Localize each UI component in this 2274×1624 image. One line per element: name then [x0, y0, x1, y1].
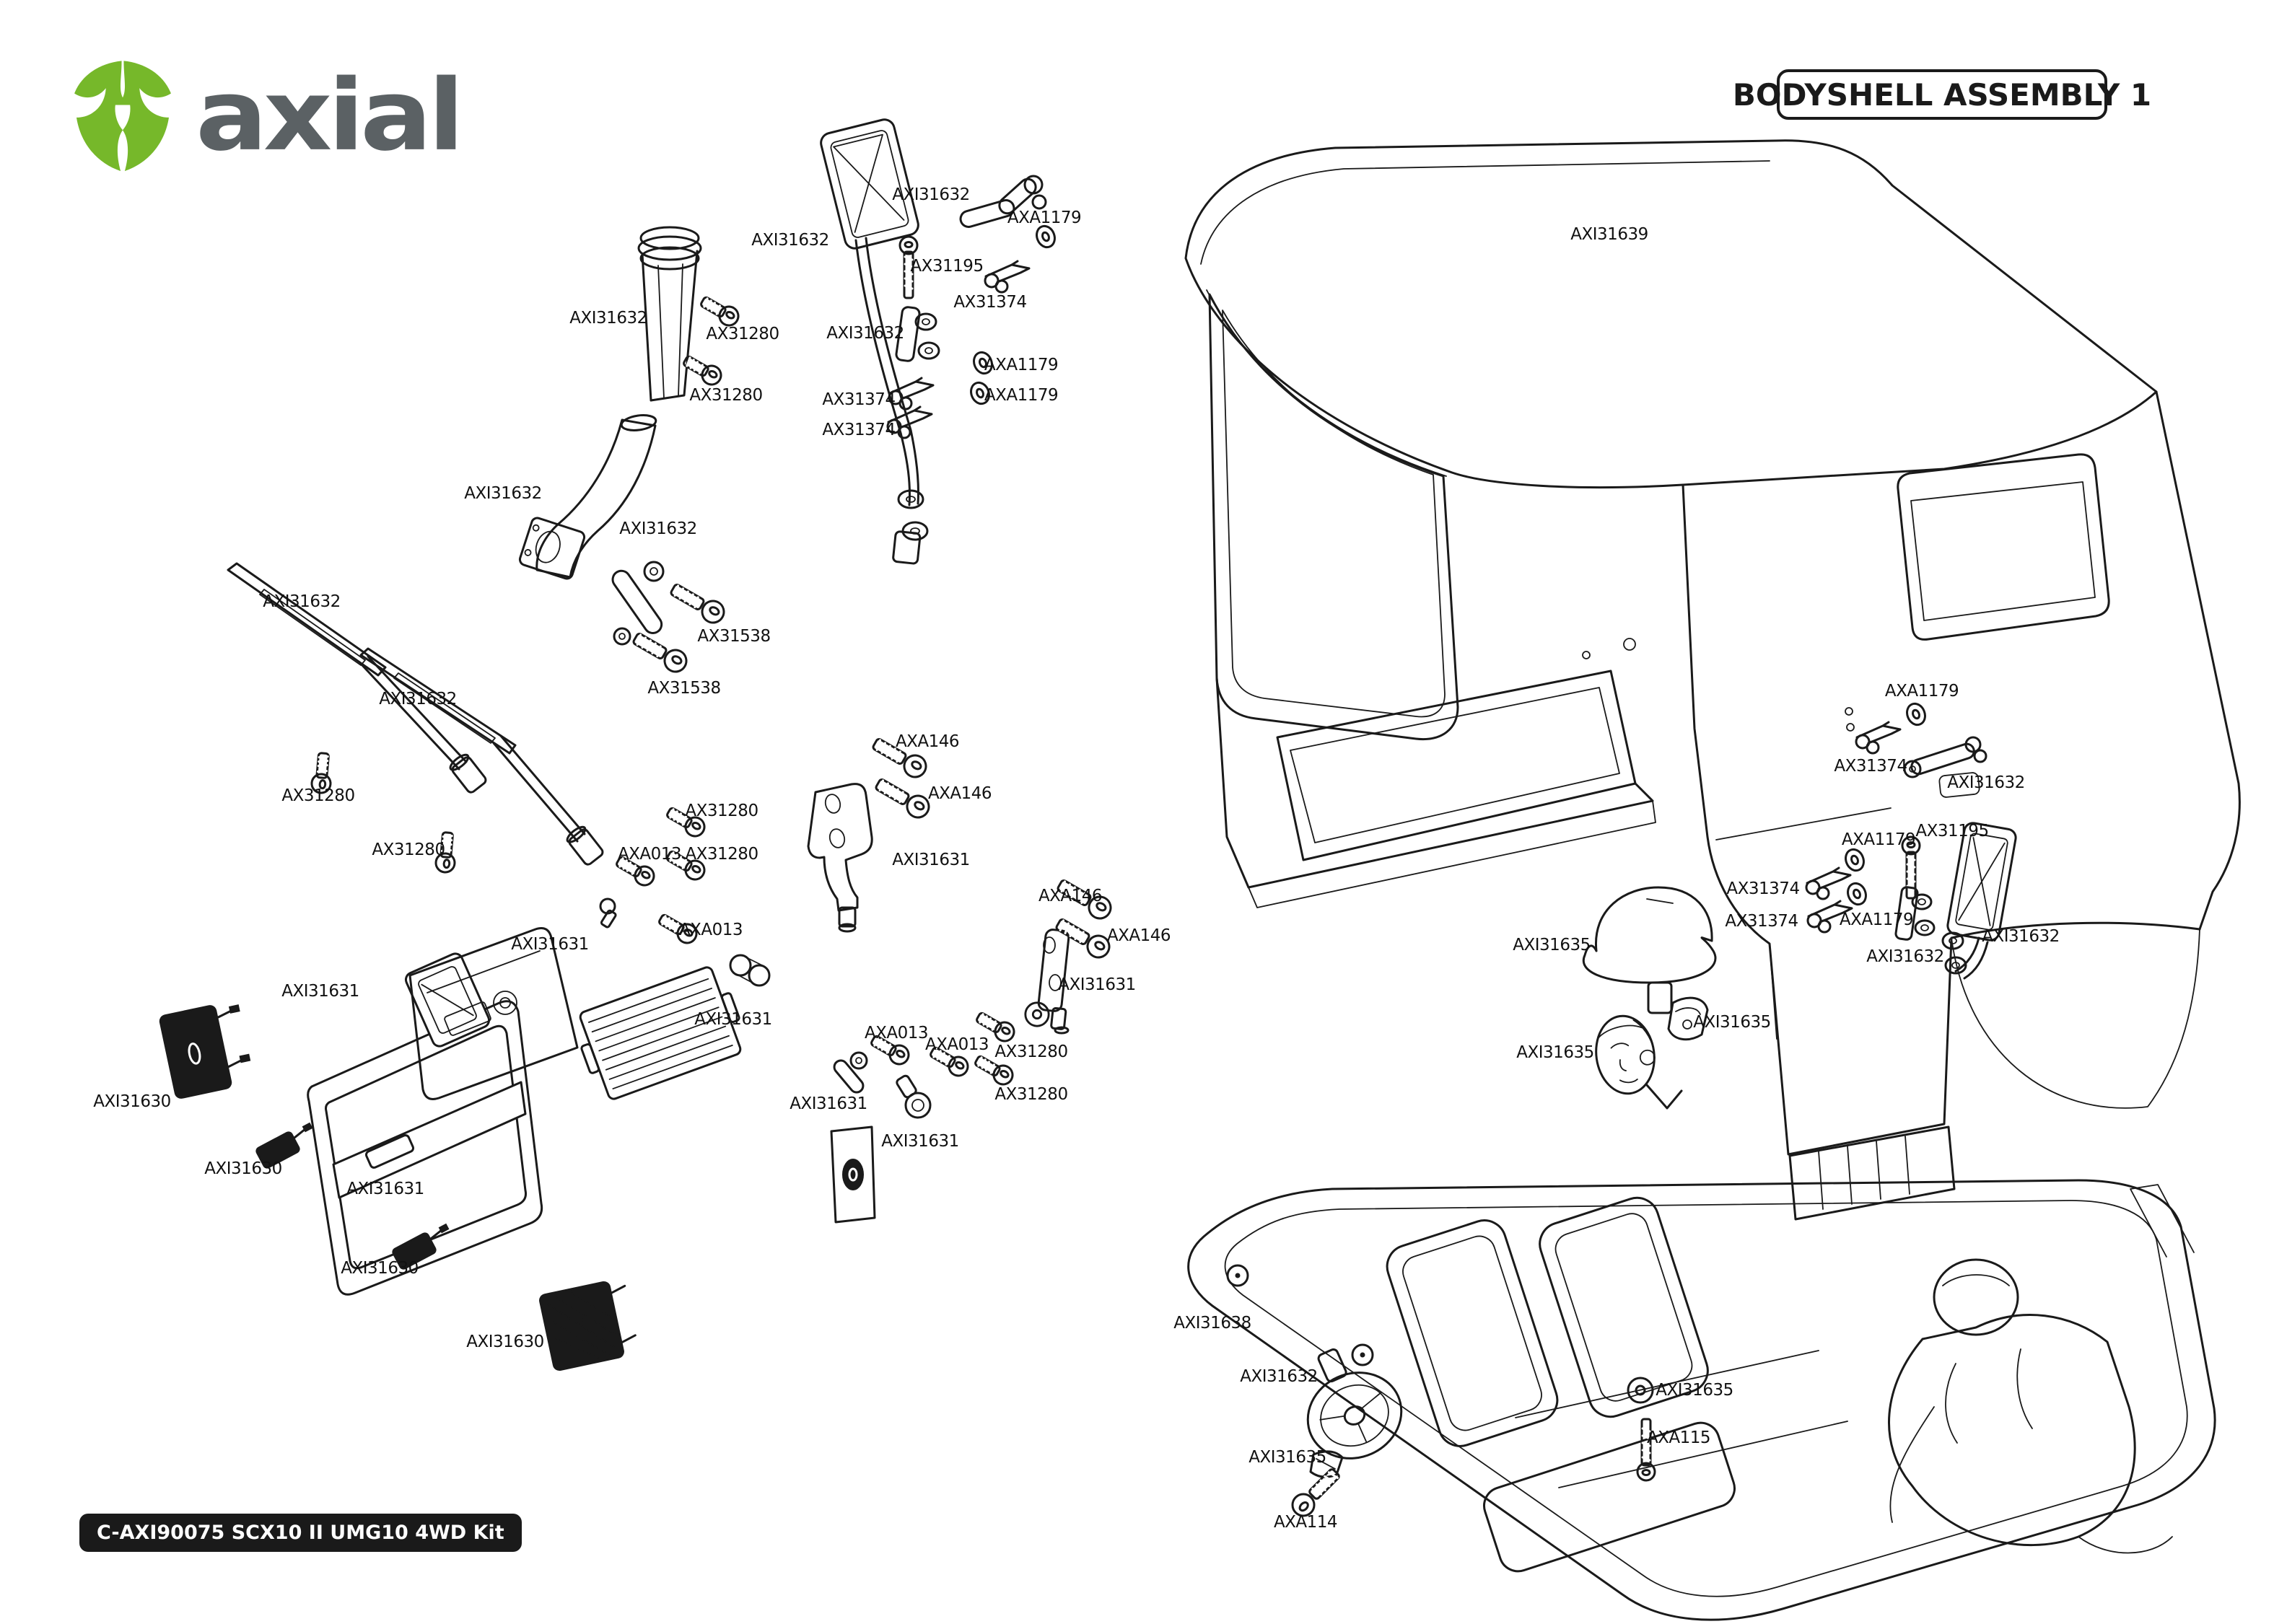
part-label-axi31631: AXI31631 — [892, 851, 970, 869]
part-label-axi31635: AXI31635 — [1693, 1013, 1771, 1032]
part-label-axa013: AXA013 — [924, 1035, 989, 1054]
part-label-axi31635: AXI31635 — [1656, 1381, 1733, 1400]
kit-badge: C-AXI90075 SCX10 II UMG10 4WD Kit — [79, 1514, 522, 1552]
title-box: BODYSHELL ASSEMBLY 1 — [1733, 69, 2151, 120]
part-label-axa1179: AXA1179 — [1884, 682, 1959, 701]
axial-logo-icon — [74, 61, 171, 172]
right-mirror-art — [1941, 822, 2017, 980]
left-mirror-art — [820, 118, 929, 565]
interior-tub-art — [1187, 1179, 2216, 1621]
part-label-axa146: AXA146 — [927, 784, 992, 803]
steering-wheel-art — [1306, 1348, 1403, 1460]
part-label-axa013: AXA013 — [617, 845, 682, 864]
part-label-axi31632: AXI31632 — [1866, 947, 1944, 966]
cab-shell-art — [1184, 139, 2241, 1221]
part-label-axi31630: AXI31630 — [466, 1333, 544, 1351]
part-label-axa146: AXA146 — [1038, 887, 1103, 905]
part-label-axi31632: AXI31632 — [1982, 927, 2060, 946]
part-label-axa1179: AXA1179 — [1841, 830, 1916, 849]
part-label-axi31632: AXI31632 — [619, 519, 697, 538]
part-label-ax31195: AX31195 — [910, 257, 984, 276]
part-label-axi31631: AXI31631 — [511, 935, 589, 954]
part-label-axi31631: AXI31631 — [694, 1010, 772, 1029]
part-label-ax31538: AX31538 — [697, 627, 771, 646]
page-title: BODYSHELL ASSEMBLY 1 — [1732, 76, 2152, 113]
part-label-axa013: AXA013 — [864, 1024, 929, 1043]
part-label-axa1179: AXA1179 — [1007, 209, 1082, 227]
part-label-ax31280: AX31280 — [994, 1085, 1068, 1104]
wipers-art — [227, 562, 604, 866]
part-label-axi31632: AXI31632 — [263, 592, 341, 611]
part-label-axi31631: AXI31631 — [790, 1094, 867, 1113]
part-label-axi31639: AXI31639 — [1570, 225, 1648, 244]
axial-logo: axial — [69, 58, 465, 173]
part-label-ax31280: AX31280 — [685, 845, 758, 864]
kit-badge-text: C-AXI90075 SCX10 II UMG10 4WD Kit — [97, 1522, 504, 1544]
part-label-axi31638: AXI31638 — [1173, 1314, 1251, 1333]
part-label-ax31374: AX31374 — [822, 421, 896, 439]
part-label-ax31538: AX31538 — [647, 679, 721, 698]
part-label-axi31632: AXI31632 — [1947, 773, 2025, 792]
part-label-axi31632: AXI31632 — [1240, 1367, 1318, 1386]
part-label-axa114: AXA114 — [1273, 1513, 1338, 1532]
part-label-axi31630: AXI31630 — [341, 1259, 419, 1278]
part-label-axa115: AXA115 — [1646, 1428, 1711, 1447]
part-label-axi31632: AXI31632 — [826, 324, 904, 343]
part-label-axi31631: AXI31631 — [1058, 975, 1136, 994]
part-label-ax31374: AX31374 — [953, 293, 1027, 312]
part-label-axi31632: AXI31632 — [379, 690, 457, 708]
part-label-ax31195: AX31195 — [1915, 822, 1989, 840]
part-label-ax31374: AX31374 — [1726, 879, 1800, 898]
part-label-axi31631: AXI31631 — [346, 1180, 424, 1198]
part-label-axi31635: AXI31635 — [1513, 936, 1591, 954]
part-label-axi31635: AXI31635 — [1516, 1043, 1594, 1062]
part-label-axa146: AXA146 — [895, 732, 960, 751]
part-label-axa013: AXA013 — [678, 921, 743, 939]
part-label-ax31280: AX31280 — [372, 840, 445, 859]
center-brackets-art — [599, 783, 1070, 1224]
part-label-ax31280: AX31280 — [706, 325, 779, 343]
top-small-parts-art — [886, 175, 1930, 934]
part-label-axa1179: AXA1179 — [1839, 910, 1914, 929]
part-label-axi31635: AXI31635 — [1248, 1448, 1326, 1467]
logo-wordmark: axial — [196, 58, 465, 173]
black-trim-parts-art — [159, 1004, 637, 1371]
part-label-axi31631: AXI31631 — [881, 1132, 959, 1151]
snorkel-art — [518, 226, 702, 646]
part-label-ax31374: AX31374 — [822, 390, 896, 409]
part-label-ax31280: AX31280 — [994, 1043, 1068, 1061]
part-label-axi31632: AXI31632 — [464, 484, 542, 503]
part-label-axa146: AXA146 — [1106, 926, 1171, 945]
part-label-ax31280: AX31280 — [281, 786, 355, 805]
part-label-ax31374: AX31374 — [1834, 757, 1907, 776]
part-label-axi31632: AXI31632 — [751, 231, 829, 250]
figure-parts-art — [1309, 886, 1717, 1478]
part-label-axi31632: AXI31632 — [569, 309, 647, 328]
part-label-axi31630: AXI31630 — [93, 1092, 171, 1111]
part-label-axa1179: AXA1179 — [984, 356, 1059, 374]
part-label-ax31280: AX31280 — [685, 802, 758, 820]
part-label-axi31631: AXI31631 — [281, 982, 359, 1001]
grille-art — [307, 927, 742, 1296]
part-label-axa1179: AXA1179 — [984, 386, 1059, 405]
part-label-ax31374: AX31374 — [1725, 912, 1798, 931]
part-label-ax31280: AX31280 — [689, 386, 763, 405]
right-cluster-art — [1894, 736, 1987, 941]
part-label-axi31632: AXI31632 — [892, 185, 970, 204]
part-label-axi31630: AXI31630 — [204, 1159, 282, 1178]
